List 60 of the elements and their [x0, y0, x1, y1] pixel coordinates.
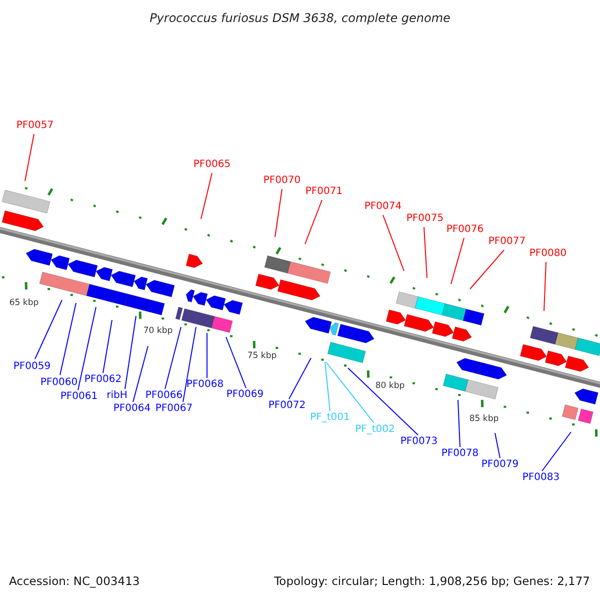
scale-label: 85 kbp: [469, 413, 499, 425]
gene-label: PF0080: [529, 248, 567, 260]
leader-line: [544, 262, 546, 312]
leader-line: [288, 358, 312, 400]
gene-label: PF0064: [113, 403, 151, 415]
gene-label: PF0061: [60, 391, 98, 403]
leader-line: [304, 200, 322, 244]
leader-line: [200, 172, 212, 220]
leader-line: [382, 214, 404, 272]
gene-label: PF0068: [186, 379, 224, 391]
leader-line: [458, 400, 460, 448]
gene-label: PF0060: [40, 377, 78, 389]
title: Pyrococcus furiosus DSM 3638, complete genome: [150, 12, 450, 24]
leader-line: [424, 226, 428, 278]
scale-label: 70 kbp: [143, 325, 173, 337]
gene-label: PF0078: [441, 448, 479, 460]
genome-summary-text: Topology: circular; Length: 1,908,256 bp; Genes: 2,177: [274, 575, 590, 587]
leader-line: [124, 316, 136, 390]
gene-label: ribH: [106, 390, 128, 402]
leader-line: [324, 362, 330, 412]
leader-line: [226, 336, 246, 388]
leader-line: [494, 432, 500, 458]
leader-line: [542, 432, 572, 472]
leader-line: [60, 302, 76, 376]
leader-line: [470, 250, 504, 290]
gene-label: PF0073: [400, 436, 438, 448]
accession-text: Accession: NC_003413: [9, 575, 140, 587]
leader-line: [24, 134, 34, 182]
gene-label: PF0070: [263, 175, 301, 187]
gene-label: PF0057: [16, 120, 54, 132]
gene-label: PF0076: [446, 224, 484, 236]
gene-label: PF0065: [193, 159, 231, 171]
leader-line: [274, 188, 282, 238]
gene-label: PF0071: [305, 186, 343, 198]
gene-label: PF0066: [145, 390, 183, 402]
leader-line: [326, 362, 374, 424]
leader-line: [450, 238, 464, 284]
leader-line: [34, 300, 62, 360]
scale-label: 65 kbp: [9, 297, 39, 309]
gene-label: PF0079: [481, 459, 519, 471]
gene-label: PF0072: [268, 400, 306, 412]
leader-line: [348, 368, 418, 436]
gene-label: PF0067: [155, 403, 193, 415]
gene-label: PF0069: [226, 389, 264, 401]
scale-label: 80 kbp: [375, 380, 405, 392]
leader-line: [132, 346, 148, 402]
gene-label: PF0062: [84, 374, 122, 386]
gene-label: PF0059: [13, 361, 51, 373]
leader-line: [182, 326, 196, 402]
scale-label: 75 kbp: [247, 350, 277, 362]
leader-line: [164, 326, 182, 390]
gene-label: PF_t002: [355, 424, 395, 436]
gene-label: PF0083: [522, 472, 560, 484]
leader-line: [78, 306, 96, 390]
leader-line: [102, 320, 112, 374]
leader-line: [206, 332, 208, 378]
gene-label: PF_t001: [310, 412, 350, 424]
gene-label: PF0077: [488, 236, 526, 248]
gene-label: PF0074: [364, 201, 402, 213]
gene-label: PF0075: [406, 213, 444, 225]
